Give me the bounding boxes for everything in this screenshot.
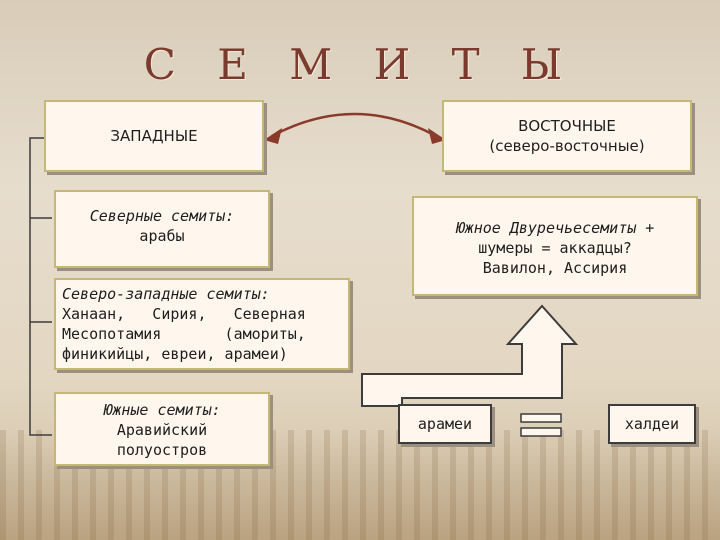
southern-semites-line3: полуостров [116, 441, 208, 459]
northern-semites-box: Северные семиты: арабы [54, 190, 270, 268]
northwestern-semites-heading: Северо-западные семиты: [62, 285, 270, 303]
southern-semites-line2: Аравийский [116, 421, 208, 439]
arameans-to-mesopotamia-arrow [361, 304, 579, 407]
northwestern-semites-line2: Ханаан, Сирия, Северная [62, 305, 306, 323]
chaldeans-label: халдеи [624, 415, 680, 433]
page-title: С Е М И Т Ы [143, 40, 577, 89]
mesopotamia-line2: шумеры = аккадцы? [478, 239, 632, 257]
west-label-box: ЗАПАДНЫЕ [44, 100, 264, 172]
west-label: ЗАПАДНЫЕ [110, 127, 198, 145]
northwestern-semites-line4: финикийцы, евреи, арамеи) [62, 345, 288, 363]
mesopotamia-line1: Южное Двуречьесемиты + [455, 219, 655, 237]
chaldeans-box: халдеи [608, 404, 696, 444]
mesopotamia-box: Южное Двуречьесемиты + шумеры = аккадцы?… [412, 196, 698, 296]
east-label-box: ВОСТОЧНЫЕ (северо-восточные) [442, 100, 692, 172]
equals-bar-bottom [520, 427, 562, 437]
west-arrowhead [264, 128, 282, 144]
east-label: ВОСТОЧНЫЕ [518, 117, 616, 135]
equals-bar-top [520, 413, 562, 423]
northern-semites-heading: Северные семиты: [89, 207, 235, 225]
arameans-box: арамеи [398, 404, 492, 444]
southern-semites-heading: Южные семиты: [103, 401, 221, 419]
arameans-label: арамеи [417, 415, 473, 433]
west-bracket-line [29, 137, 52, 436]
northwestern-semites-line3: Месопотамия (амориты, [62, 325, 306, 343]
northern-semites-text: арабы [139, 227, 185, 245]
west-east-arrow [271, 112, 437, 138]
east-label-sub: (северо-восточные) [489, 137, 645, 155]
northwestern-semites-box: Северо-западные семиты: Ханаан, Сирия, С… [54, 278, 350, 370]
mesopotamia-line3: Вавилон, Ассирия [482, 259, 628, 277]
southern-semites-box: Южные семиты: Аравийский полуостров [54, 392, 270, 466]
east-arrowhead [428, 128, 446, 144]
